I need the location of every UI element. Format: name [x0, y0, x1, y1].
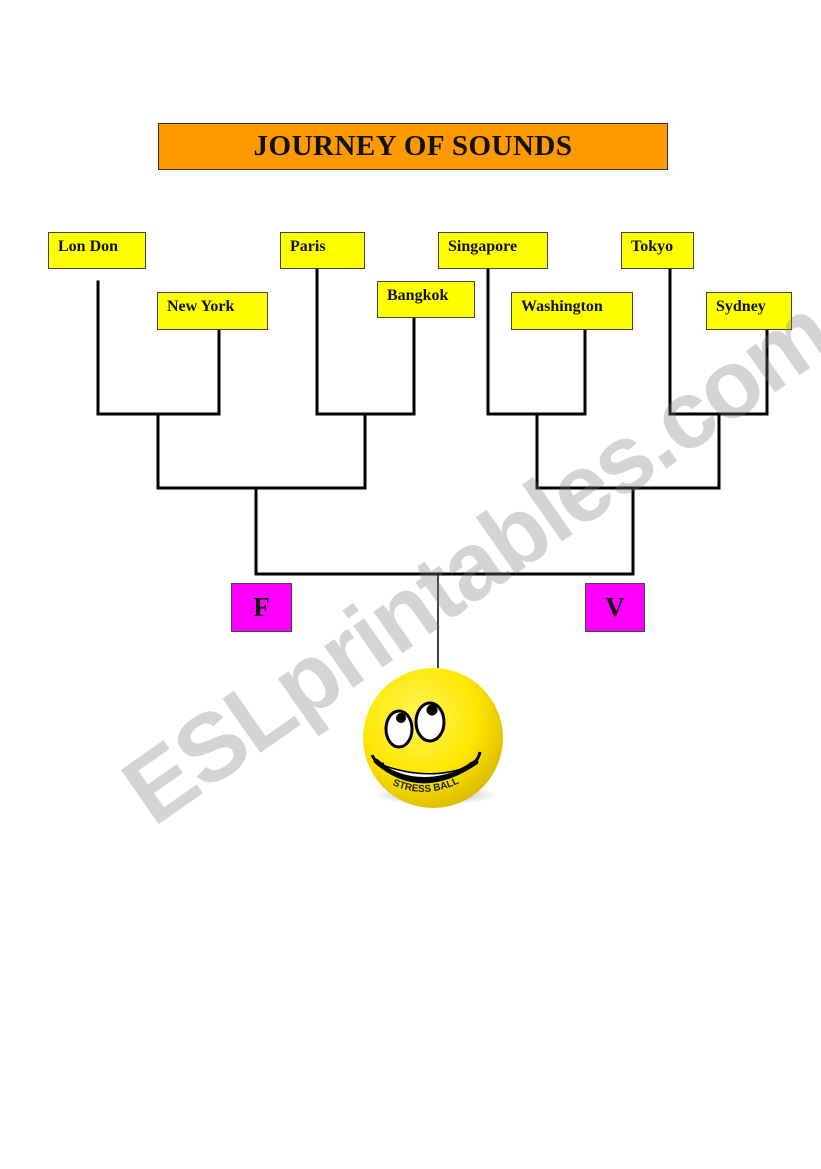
city-box-tokyo: Tokyo	[621, 232, 694, 269]
city-box-sydney: Sydney	[706, 292, 792, 330]
city-box-london: Lon Don	[48, 232, 146, 269]
city-box-new-york: New York	[157, 292, 268, 330]
city-box-washington: Washington	[511, 292, 633, 330]
city-box-bangkok: Bangkok	[377, 281, 475, 318]
smiley-stress-ball-icon: STRESS BALL	[363, 668, 503, 808]
city-box-paris: Paris	[280, 232, 365, 269]
city-box-singapore: Singapore	[438, 232, 548, 269]
endpoint-box-f: F	[231, 583, 292, 632]
endpoint-box-v: V	[585, 583, 645, 632]
